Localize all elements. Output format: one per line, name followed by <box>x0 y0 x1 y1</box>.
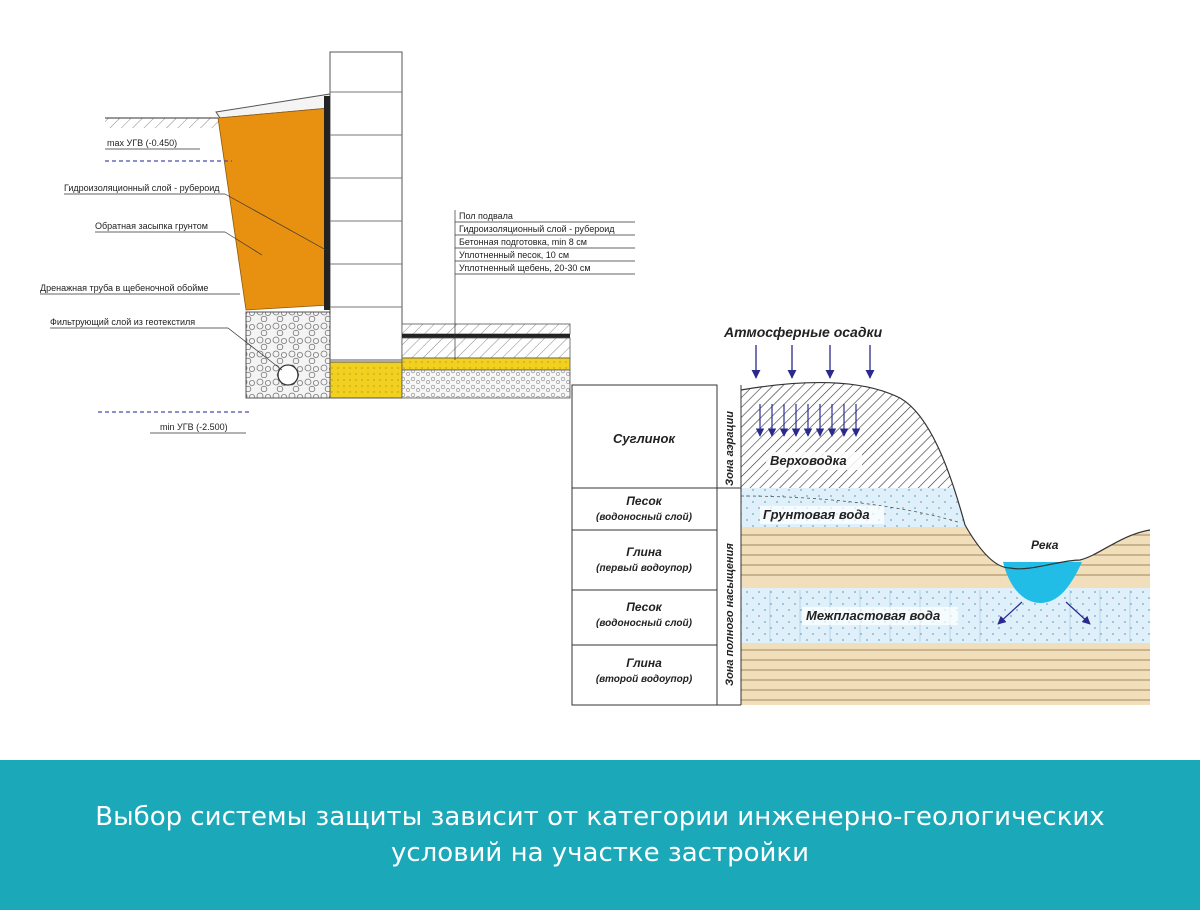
soil-table: Суглинок Песок (водоносный слой) Глина (… <box>571 384 718 706</box>
floor-waterproofing-label: Гидроизоляционный слой - рубероид <box>459 224 615 234</box>
groundwater-label: Грунтовая вода <box>763 507 870 522</box>
drain-pipe <box>277 364 299 386</box>
caption-text: Выбор системы защиты зависит от категори… <box>95 802 1105 868</box>
ground-surface <box>105 117 223 128</box>
max-gwl-label: max УГВ (-0.450) <box>107 138 177 148</box>
backfill-soil <box>217 107 331 311</box>
basement-floor-layers <box>401 323 571 399</box>
concrete-prep-label: Бетонная подготовка, min 8 см <box>459 237 587 247</box>
drain-pipe-label: Дренажная труба в щебеночной обойме <box>40 283 208 293</box>
footing-sand <box>329 361 403 399</box>
diagram-stage: max УГВ (-0.450) min УГВ (-2.500) Гидрои… <box>40 51 1151 706</box>
floor-layer-labels: Пол подвала Гидроизоляционный слой - руб… <box>454 210 635 360</box>
interstratal-water-label: Межпластовая вода <box>806 608 940 623</box>
infiltration-arrows <box>755 404 861 437</box>
floor-label: Пол подвала <box>459 211 513 221</box>
compacted-gravel-label: Уплотненный щебень, 20-30 см <box>459 263 591 273</box>
soil-clay-1: Глина <box>626 545 662 559</box>
aquifer-lines <box>769 590 1131 642</box>
precipitation-arrows <box>751 345 875 379</box>
river-label: Река <box>1031 538 1059 552</box>
saturation-zone-label: Зона полного насыщения <box>724 543 736 686</box>
precipitation-label: Атмосферные осадки <box>723 324 883 340</box>
min-gwl-label: min УГВ (-2.500) <box>160 422 228 432</box>
groundwater-table <box>740 495 959 523</box>
soil-sand-2: Песок <box>626 600 662 614</box>
strata <box>741 382 1150 705</box>
soil-clay-1-note: (первый водоупор) <box>596 563 692 574</box>
perched-water-label: Верховодка <box>770 453 847 468</box>
foundation-diagram: max УГВ (-0.450) min УГВ (-2.500) Гидрои… <box>40 51 635 434</box>
caption-banner: Выбор системы защиты зависит от категори… <box>0 760 1200 910</box>
waterproofing-label: Гидроизоляционный слой - рубероид <box>64 183 220 193</box>
compacted-sand-label: Уплотненный песок, 10 см <box>459 250 569 260</box>
zone-column: Зона аэрации Зона полного насыщения <box>716 385 742 706</box>
soil-sand-1-note: (водоносный слой) <box>596 512 693 523</box>
foundation-wall <box>324 51 403 361</box>
geotextile-label: Фильтрующий слой из геотекстиля <box>50 317 195 327</box>
diagrams-svg: max УГВ (-0.450) min УГВ (-2.500) Гидрои… <box>40 51 1151 706</box>
seepage-arrows <box>997 601 1091 625</box>
geology-diagram: Атмосферные осадки Верховодка Грунтовая … <box>571 324 1151 706</box>
river-water <box>1003 562 1082 603</box>
soil-sand-2-note: (водоносный слой) <box>596 618 693 629</box>
aeration-zone-label: Зона аэрации <box>724 411 736 486</box>
ground-profile <box>740 382 1151 570</box>
soil-clay-2: Глина <box>626 656 662 670</box>
soil-sand-1: Песок <box>626 494 662 508</box>
soil-clay-2-note: (второй водоупор) <box>596 674 693 685</box>
soil-loam: Суглинок <box>613 431 676 446</box>
backfill-label: Обратная засыпка грунтом <box>95 221 208 231</box>
